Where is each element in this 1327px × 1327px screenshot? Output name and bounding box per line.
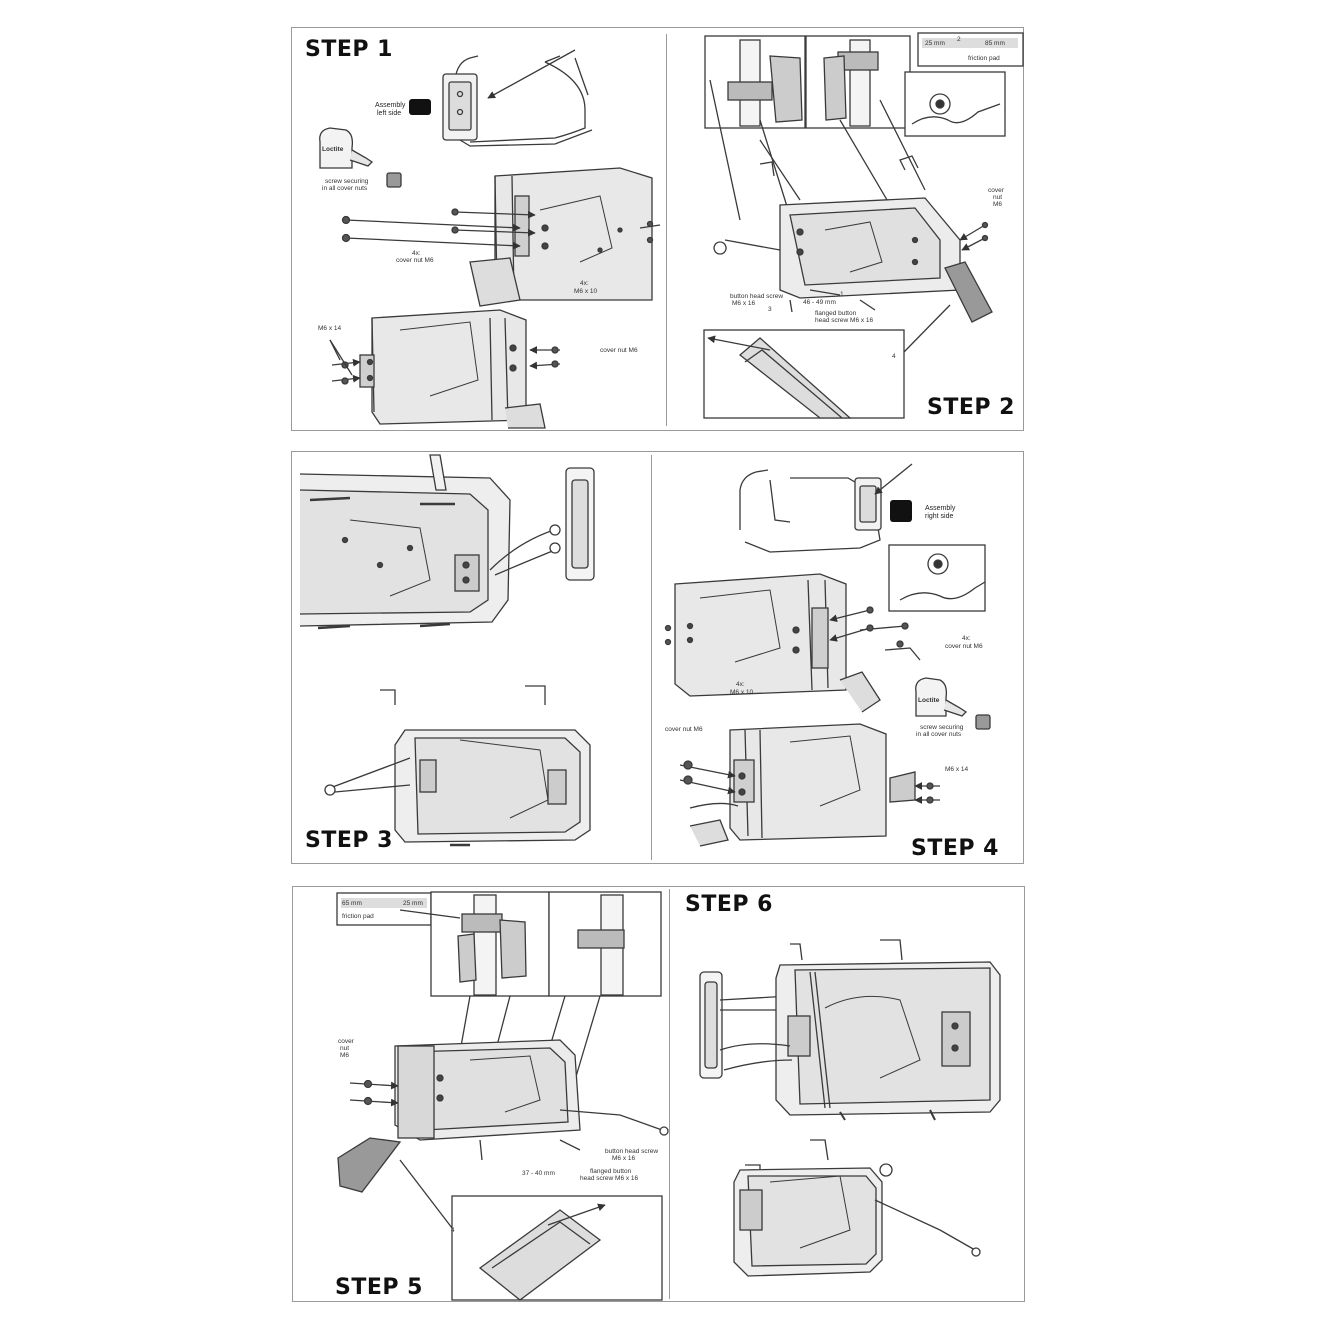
svg-text:cover: cover — [338, 1038, 355, 1045]
step2-diagram — [703, 32, 1024, 419]
svg-text:in all cover nuts: in all cover nuts — [322, 185, 368, 192]
svg-text:right side: right side — [925, 513, 954, 520]
svg-text:4: 4 — [892, 353, 896, 360]
svg-text:button head screw: button head screw — [730, 293, 783, 300]
step2-title: STEP 2 — [927, 395, 1015, 420]
svg-text:4x:: 4x: — [580, 280, 589, 287]
svg-text:Loctite: Loctite — [918, 697, 940, 704]
svg-text:in all cover nuts: in all cover nuts — [916, 731, 962, 738]
svg-text:cover nut M6: cover nut M6 — [600, 347, 638, 354]
svg-text:cover nut M6: cover nut M6 — [945, 643, 983, 650]
step5-title: STEP 5 — [335, 1275, 423, 1300]
svg-text:Assembly: Assembly — [925, 505, 956, 512]
svg-text:65 mm: 65 mm — [342, 900, 362, 907]
step5-labels: 65 mm 25 mm friction pad cover nut M6 bu… — [338, 900, 658, 1234]
step4-diagram — [664, 463, 991, 847]
svg-text:M6 x 14: M6 x 14 — [318, 325, 342, 332]
svg-text:4: 4 — [451, 1227, 455, 1234]
svg-text:friction pad: friction pad — [968, 55, 1000, 62]
step4-title: STEP 4 — [911, 836, 999, 861]
svg-text:head screw M6 x 16: head screw M6 x 16 — [580, 1175, 639, 1182]
svg-text:37 - 40 mm: 37 - 40 mm — [522, 1170, 555, 1177]
svg-text:M6 x 14: M6 x 14 — [945, 766, 969, 773]
step4-labels: Assembly right side 4x: cover nut M6 4x:… — [665, 505, 983, 773]
svg-text:M6 x 10: M6 x 10 — [730, 689, 754, 696]
step6-title: STEP 6 — [685, 892, 773, 917]
svg-text:M6: M6 — [993, 201, 1002, 208]
svg-text:Assembly: Assembly — [375, 102, 406, 109]
svg-text:screw securing: screw securing — [920, 724, 964, 731]
svg-text:cover: cover — [988, 187, 1005, 194]
svg-text:M6 x 16: M6 x 16 — [732, 300, 756, 307]
panel-bottom-divider — [669, 889, 670, 1299]
panel-middle-divider — [651, 455, 652, 860]
svg-text:4x:: 4x: — [736, 681, 745, 688]
svg-text:M6 x 10: M6 x 10 — [574, 288, 598, 295]
svg-text:Loctite: Loctite — [322, 146, 344, 153]
step2-labels: 25 mm 85 mm 2 friction pad cover nut M6 … — [730, 36, 1005, 360]
svg-text:cover nut M6: cover nut M6 — [665, 726, 703, 733]
svg-text:screw securing: screw securing — [325, 178, 369, 185]
svg-text:M6 x 16: M6 x 16 — [612, 1155, 636, 1162]
svg-text:4x:: 4x: — [962, 635, 971, 642]
svg-text:2: 2 — [957, 36, 961, 43]
svg-text:3: 3 — [768, 306, 772, 313]
step1-labels: Assembly left side Loctite screw securin… — [318, 102, 638, 354]
svg-text:left side: left side — [377, 110, 401, 117]
step5-diagram — [336, 891, 669, 1301]
svg-text:button head screw: button head screw — [605, 1148, 658, 1155]
svg-text:cover nut M6: cover nut M6 — [396, 257, 434, 264]
step3-title: STEP 3 — [305, 828, 393, 853]
svg-text:M6: M6 — [340, 1052, 349, 1059]
step1-title: STEP 1 — [305, 37, 393, 62]
svg-text:85 mm: 85 mm — [985, 40, 1005, 47]
svg-text:head screw M6 x 16: head screw M6 x 16 — [815, 317, 874, 324]
svg-text:4x:: 4x: — [412, 250, 421, 257]
svg-text:25 mm: 25 mm — [925, 40, 945, 47]
step3-diagram — [299, 454, 595, 847]
svg-text:nut: nut — [993, 194, 1002, 201]
svg-text:25 mm: 25 mm — [403, 900, 423, 907]
step1-diagram — [319, 49, 661, 429]
panel-top-divider — [666, 34, 667, 426]
svg-text:46 - 49 mm: 46 - 49 mm — [803, 299, 836, 306]
svg-text:friction pad: friction pad — [342, 913, 374, 920]
svg-text:nut: nut — [340, 1045, 349, 1052]
step6-diagram — [699, 939, 1001, 1277]
svg-text:flanged button: flanged button — [590, 1168, 632, 1175]
svg-text:flanged button: flanged button — [815, 310, 857, 317]
svg-text:1: 1 — [840, 291, 844, 298]
